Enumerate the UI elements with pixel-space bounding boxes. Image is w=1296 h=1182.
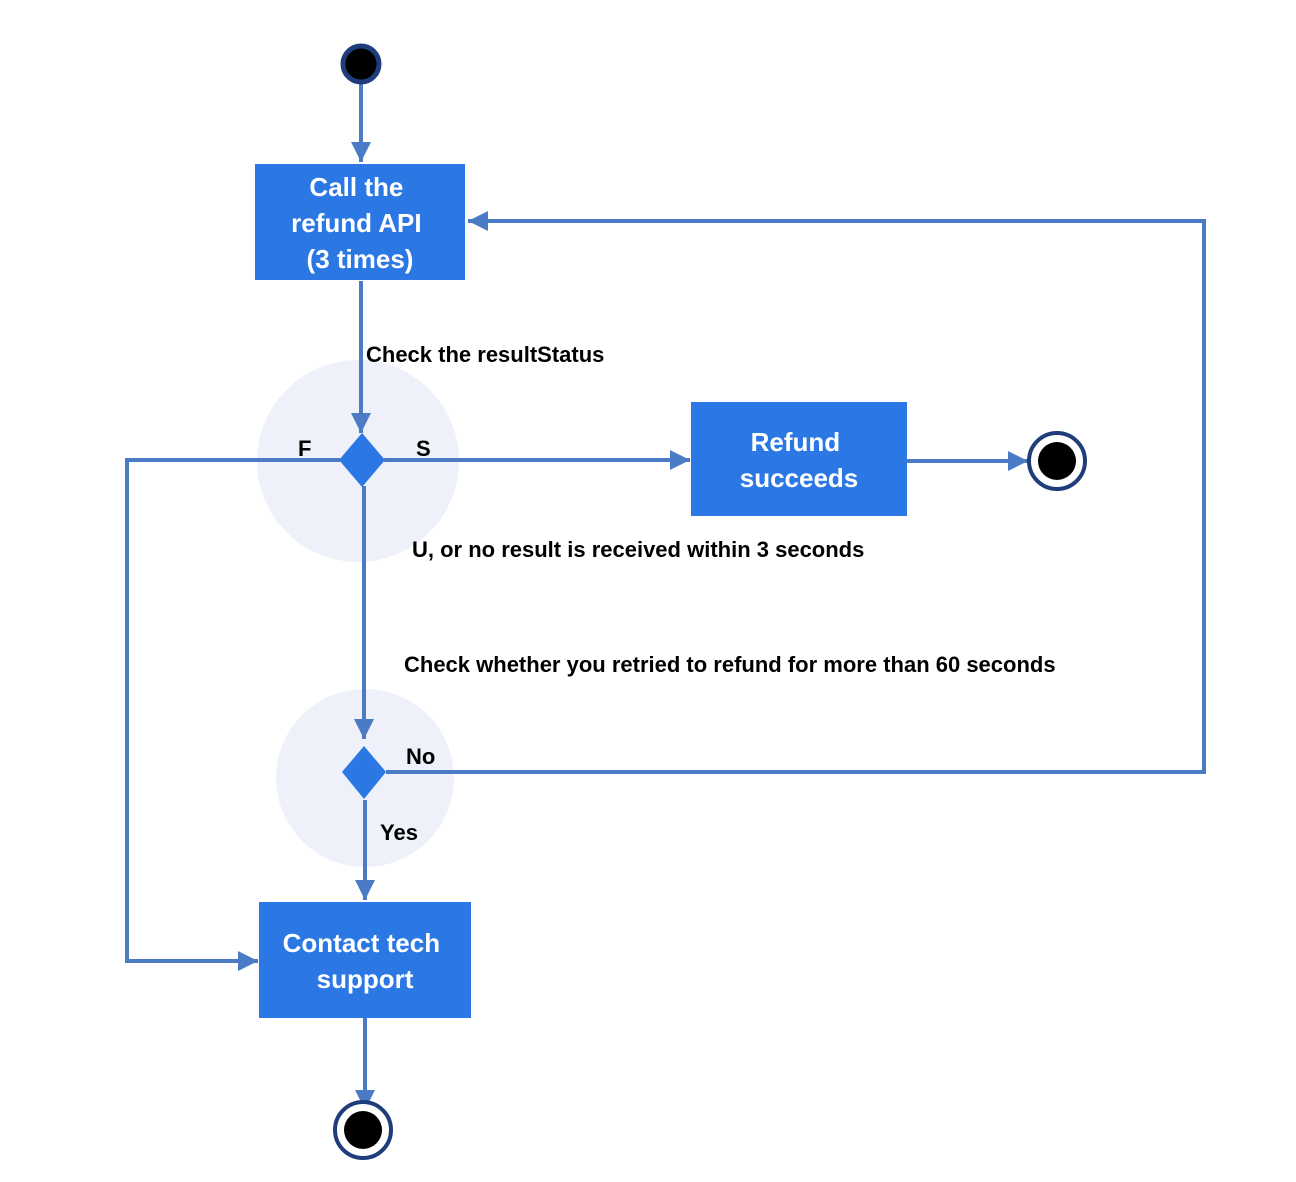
start-node xyxy=(340,43,382,85)
label-yes-branch: Yes xyxy=(380,820,418,845)
label-check-retry: Check whether you retried to refund for … xyxy=(404,652,1056,677)
label-s-branch: S xyxy=(416,436,431,461)
refund-succeeds-line-2: succeeds xyxy=(740,463,859,493)
end-node-success xyxy=(1027,431,1087,491)
svg-text:Refund succeeds: Refund succeeds xyxy=(740,427,859,493)
svg-text:Call the refund API: Call the refund API (3 times) xyxy=(291,172,429,274)
decision-result-status xyxy=(339,433,385,487)
decision-retry-time xyxy=(342,746,386,799)
contact-tech-support-box: Contact tech support xyxy=(259,902,471,1018)
connectors xyxy=(125,82,1206,1110)
label-f-branch: F xyxy=(298,436,311,461)
edge-retry-no-loop xyxy=(386,211,1206,774)
refund-succeeds-line-1: Refund xyxy=(751,427,841,457)
label-no-branch: No xyxy=(406,744,435,769)
end-node-support xyxy=(333,1100,393,1160)
label-u-branch: U, or no result is received within 3 sec… xyxy=(412,537,864,562)
call-api-line-3: (3 times) xyxy=(307,244,414,274)
contact-support-line-2: support xyxy=(317,964,414,994)
call-refund-api-box: Call the refund API (3 times) xyxy=(255,164,465,280)
svg-text:Contact tech support: Contact tech support xyxy=(283,928,448,994)
call-api-line-1: Call the xyxy=(309,172,403,202)
call-api-line-2: refund API xyxy=(291,208,421,238)
label-check-result-status: Check the resultStatus xyxy=(366,342,604,367)
refund-succeeds-box: Refund succeeds xyxy=(691,402,907,516)
contact-support-line-1: Contact tech xyxy=(283,928,440,958)
edge-f-branch xyxy=(125,458,340,971)
